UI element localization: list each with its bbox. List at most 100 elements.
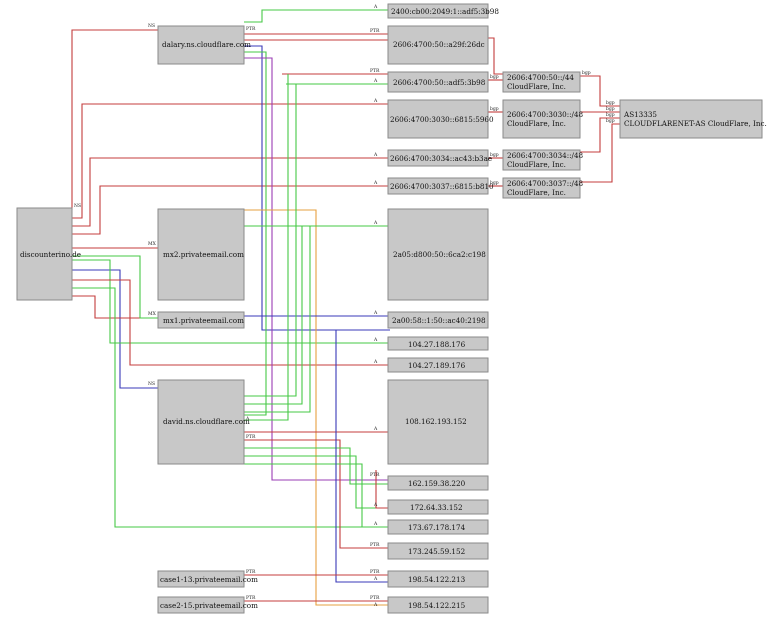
node-ip4-4[interactable]: 162.159.38.220	[387, 475, 489, 491]
edge-label-a: A	[373, 502, 378, 508]
edge-label-ptr: PTR	[370, 569, 380, 575]
edge-label-ptr: PTR	[370, 472, 380, 478]
edge-green-dalary-down	[244, 51, 267, 416]
node-ip4-2[interactable]: 104.27.189.176	[387, 357, 489, 373]
node-label-line2: CloudFlare, Inc.	[507, 160, 566, 169]
node-ip4-7[interactable]: 173.245.59.152	[387, 542, 489, 560]
node-case1[interactable]: case1-13.privateemail.com	[157, 570, 258, 588]
edge-aaaa-discounterino-ip6-7	[72, 255, 160, 319]
node-ip6-3[interactable]: 2606:4700:3030::6815:5960	[387, 99, 494, 139]
edge-label-mx: MX	[148, 241, 157, 247]
node-label: dalary.ns.cloudflare.com	[162, 40, 251, 49]
node-ip4-5[interactable]: 172.64.33.152	[387, 499, 489, 515]
node-ip4-6[interactable]: 173.67.178.174	[387, 519, 489, 535]
edge-ptr-david-ip4-3	[244, 439, 390, 549]
node-label: 104.27.189.176	[408, 361, 466, 370]
edge-label-a: A	[373, 426, 378, 432]
node-ip4-9[interactable]: 198.54.122.215	[387, 596, 489, 614]
edge-label-a: A	[373, 152, 378, 158]
edge-labels: NS MX MX NS NS A PTR PTR A A A A A A A A…	[74, 4, 615, 608]
edge-label-mx: MX	[148, 311, 157, 317]
node-label: 2606:4700:3034::ac43:b3ae	[390, 154, 492, 163]
edge-label-a: A	[373, 78, 378, 84]
node-label: 2a00:58::1:50::ac40:2198	[392, 316, 486, 325]
edge-aaaa-discounterino-ip6-5	[72, 185, 390, 235]
node-label-line2: CloudFlare, Inc.	[507, 119, 566, 128]
node-ip6-4[interactable]: 2606:4700:3034::ac43:b3ae	[387, 149, 492, 167]
edge-a-david-6	[244, 455, 390, 509]
edge-label-ns: NS	[74, 203, 81, 209]
node-mx1[interactable]: mx1.privateemail.com	[157, 311, 245, 329]
node-label: 2606:4700:50::a29f:26dc	[393, 40, 485, 49]
node-discounterino[interactable]: discounterino.de	[16, 207, 81, 301]
node-mx2[interactable]: mx2.privateemail.com	[157, 208, 245, 301]
node-label: 198.54.122.213	[408, 575, 466, 584]
edge-label-ptr: PTR	[246, 595, 256, 601]
node-label: david.ns.cloudflare.com	[163, 417, 250, 426]
node-ip4-3[interactable]: 108.162.193.152	[387, 379, 489, 465]
edge-label-a: A	[373, 521, 378, 527]
edge-label-bgp: bgp	[582, 70, 591, 76]
edge-label-a: A	[373, 220, 378, 226]
node-label-line1: 2606:4700:50::/44	[507, 73, 574, 82]
edge-label-ptr: PTR	[370, 28, 380, 34]
node-label: 162.159.38.220	[408, 479, 466, 488]
node-ip6-7[interactable]: 2a00:58::1:50::ac40:2198	[387, 311, 489, 329]
edge-a-david-1	[244, 84, 297, 397]
node-david[interactable]: david.ns.cloudflare.com	[157, 379, 250, 465]
node-label: 172.64.33.152	[410, 503, 463, 512]
node-label: 2606:4700:3037::6815:b810	[390, 182, 494, 191]
node-net-4[interactable]: 2606:4700:3037::/48 CloudFlare, Inc.	[502, 177, 584, 199]
edge-a-discounterino-ip4-6	[72, 287, 390, 528]
edge-aaaa-discounterino-ip6-4	[72, 157, 390, 227]
edge-label-a: A	[373, 602, 378, 608]
node-ip6-5[interactable]: 2606:4700:3037::6815:b810	[387, 177, 494, 195]
edge-label-ptr: PTR	[246, 434, 256, 440]
edge-aaaa-discounterino-ip6-3	[72, 103, 390, 219]
node-label: 2400:cb00:2049:1::adf5:3b98	[391, 7, 499, 16]
edge-label-ptr: PTR	[370, 542, 380, 548]
node-label: case1-13.privateemail.com	[160, 575, 258, 584]
edge-label-bgp: bgp	[490, 152, 499, 158]
node-net-1[interactable]: 2606:4700:50::/44 CloudFlare, Inc.	[502, 71, 581, 93]
node-dalary[interactable]: dalary.ns.cloudflare.com	[157, 25, 251, 65]
node-label: 104.27.188.176	[408, 340, 466, 349]
edge-label-a: A	[373, 180, 378, 186]
node-label-line1: 2606:4700:3037::/48	[507, 179, 584, 188]
edge-a-david-2	[244, 226, 303, 405]
edge-label-a: A	[245, 416, 250, 422]
node-as13335[interactable]: AS13335 CLOUDFLARENET-AS CloudFlare, Inc…	[619, 99, 767, 139]
node-label-line2: CLOUDFLARENET-AS CloudFlare, Inc.	[624, 119, 767, 128]
node-label: 108.162.193.152	[405, 417, 467, 426]
node-ip6-2[interactable]: 2606:4700:50::adf5:3b98	[387, 71, 489, 93]
edge-label-bgp: bgp	[490, 180, 499, 186]
edge-label-ptr: PTR	[370, 68, 380, 74]
edge-a-discounterino-ip4-2	[72, 279, 390, 366]
node-net-3[interactable]: 2606:4700:3034::/48 CloudFlare, Inc.	[502, 149, 584, 171]
edge-bgp-net1-as	[580, 75, 622, 107]
nodes: discounterino.de dalary.ns.cloudflare.co…	[16, 3, 767, 614]
edge-purple-dalary-down	[244, 57, 390, 481]
node-label: mx2.privateemail.com	[163, 250, 244, 259]
node-label: 2a05:d800:50::6ca2:c198	[393, 250, 486, 259]
node-net-2[interactable]: 2606:4700:3030::/48 CloudFlare, Inc.	[502, 99, 584, 139]
edge-label-ns: NS	[148, 23, 155, 29]
edge-ns-discounterino-david	[72, 269, 160, 389]
edge-label-a: A	[373, 337, 378, 343]
node-ip4-1[interactable]: 104.27.188.176	[387, 336, 489, 351]
edge-label-bgp: bgp	[606, 106, 615, 112]
node-ip6-6[interactable]: 2a05:d800:50::6ca2:c198	[387, 208, 489, 301]
edge-label-a: A	[373, 359, 378, 365]
edge-label-bgp: bgp	[490, 106, 499, 112]
node-ip6-top[interactable]: 2606:4700:50::a29f:26dc	[387, 25, 489, 65]
node-label: mx1.privateemail.com	[163, 316, 244, 325]
edge-label-ptr: PTR	[246, 26, 256, 32]
edge-mx-discounterino-mx1	[72, 295, 160, 319]
node-case2[interactable]: case2-15.privateemail.com	[157, 596, 258, 614]
node-ip4-8[interactable]: 198.54.122.213	[387, 570, 489, 588]
edge-a-mx2-ip6-6	[244, 209, 390, 606]
node-label-line1: 2606:4700:3030::/48	[507, 110, 584, 119]
node-label: 173.67.178.174	[408, 523, 466, 532]
edge-label-a: A	[373, 576, 378, 582]
node-ip6-1[interactable]: 2400:cb00:2049:1::adf5:3b98	[387, 3, 499, 19]
